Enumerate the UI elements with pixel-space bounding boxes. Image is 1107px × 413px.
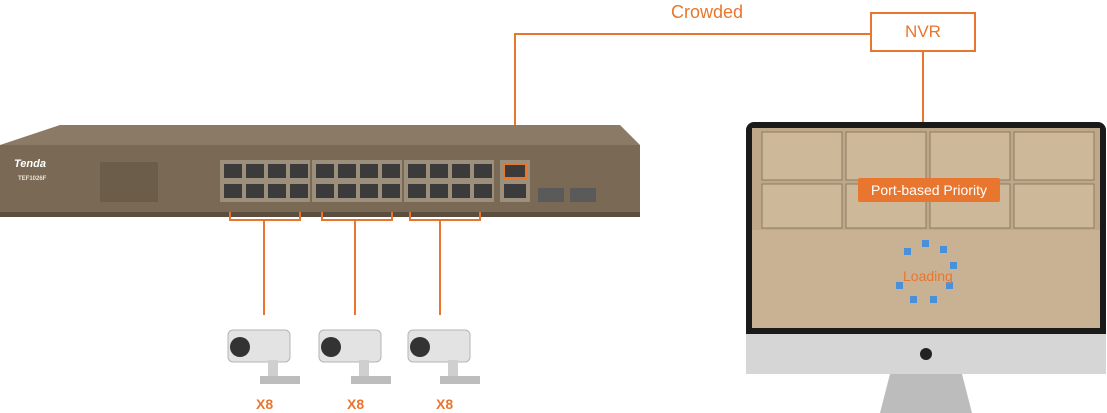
camera-1-icon [227,329,300,384]
sfp-ports [538,188,596,202]
led-panel [100,162,158,202]
switch-model-label: TEF1026F [18,176,47,182]
port-priority-badge: Port-based Priority [858,178,1000,202]
camera-2-icon [318,329,391,384]
camera-1-label: X8 [256,396,274,412]
apple-logo-icon [920,348,932,360]
uplink-line [514,33,870,164]
port-block-2 [312,160,402,202]
camera-feed-grid [761,131,1095,229]
monitor [746,122,1106,413]
loading-label: Loading [903,268,953,284]
camera-3-label: X8 [436,396,454,412]
port-block-3 [404,160,494,202]
loading-spinner-icon [896,240,957,303]
switch-brand-logo: Tenda [14,158,46,170]
nvr-label: NVR [905,22,941,41]
camera-3-icon [407,329,480,384]
nvr-box: NVR [870,12,976,52]
port-block-1 [220,160,310,202]
camera-links [229,212,481,315]
camera-2-label: X8 [347,396,365,412]
diagram-title: Crowded [671,2,744,22]
uplink-ports [500,160,530,202]
network-switch [0,125,640,217]
